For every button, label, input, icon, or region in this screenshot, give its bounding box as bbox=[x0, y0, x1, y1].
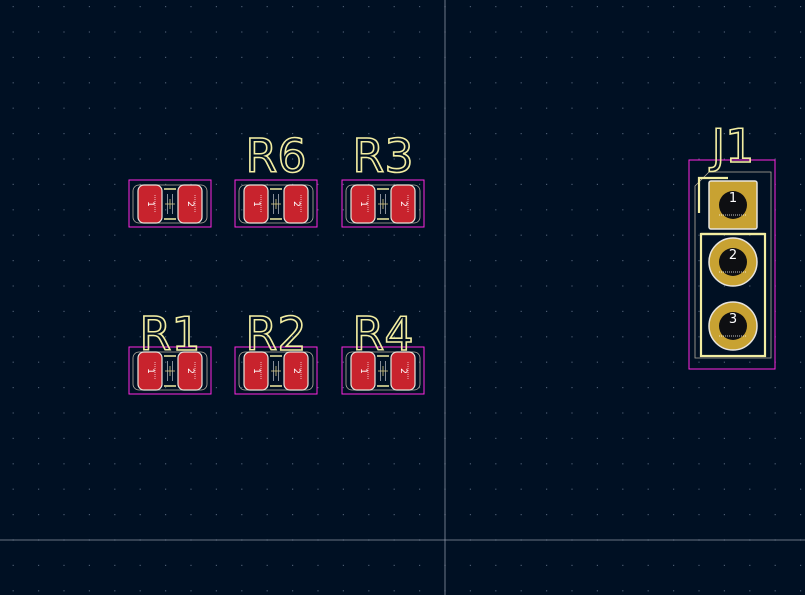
fab-outline bbox=[345, 184, 421, 224]
resistor-footprint-r3[interactable]: 1 2 R3 bbox=[341, 128, 425, 228]
courtyard-outline bbox=[688, 159, 776, 370]
courtyard-outline bbox=[234, 179, 318, 228]
drill-hole bbox=[719, 312, 747, 340]
fab-outline bbox=[132, 351, 208, 391]
drill-hole bbox=[719, 191, 747, 219]
fab-outline bbox=[238, 184, 314, 224]
pad-1[interactable]: 1 bbox=[243, 351, 269, 391]
courtyard-outline bbox=[128, 346, 212, 395]
pin-number: 1 bbox=[729, 191, 737, 206]
courtyard-outline bbox=[341, 346, 425, 395]
courtyard-outline bbox=[128, 179, 212, 228]
pad-number: 1 bbox=[251, 368, 261, 374]
smd-pad[interactable] bbox=[137, 184, 163, 224]
pad-number: 2 bbox=[185, 368, 195, 374]
pad-number: 1 bbox=[145, 201, 155, 207]
pad-2[interactable]: 2 bbox=[177, 184, 203, 224]
smd-pad[interactable] bbox=[350, 351, 376, 391]
smd-pad[interactable] bbox=[390, 351, 416, 391]
resistor-footprint-r4[interactable]: 1 2 R4 bbox=[341, 306, 425, 395]
pad-number: 2 bbox=[398, 368, 408, 374]
pin-3[interactable]: 3 bbox=[708, 301, 758, 351]
reference-label: R6 bbox=[245, 129, 306, 183]
reference-label: R2 bbox=[245, 307, 306, 361]
pad-number: 1 bbox=[358, 368, 368, 374]
reference-label: R3 bbox=[352, 129, 413, 183]
resistor-footprint-r1[interactable]: 1 2 R1 bbox=[128, 306, 212, 395]
pad-number: 2 bbox=[185, 201, 195, 207]
resistor-footprint-r2[interactable]: 1 2 R2 bbox=[234, 306, 318, 395]
smd-pad[interactable] bbox=[283, 351, 309, 391]
pad-number: 1 bbox=[251, 201, 261, 207]
pad-2[interactable]: 2 bbox=[177, 351, 203, 391]
pad-1[interactable]: 1 bbox=[350, 351, 376, 391]
pad-1[interactable]: 1 bbox=[350, 184, 376, 224]
pad-2[interactable]: 2 bbox=[283, 351, 309, 391]
pad-number: 2 bbox=[291, 201, 301, 207]
pad-number: 2 bbox=[398, 201, 408, 207]
pad-1[interactable]: 1 bbox=[137, 184, 163, 224]
smd-pad[interactable] bbox=[350, 184, 376, 224]
pin-1[interactable]: 1 bbox=[708, 180, 758, 230]
pad-2[interactable]: 2 bbox=[390, 184, 416, 224]
pin-2[interactable]: 2 bbox=[708, 237, 758, 287]
fab-outline bbox=[238, 351, 314, 391]
reference-label: R1 bbox=[139, 307, 200, 361]
pin-number: 2 bbox=[729, 248, 737, 263]
pad-number: 1 bbox=[358, 201, 368, 207]
smd-pad[interactable] bbox=[390, 184, 416, 224]
grid-dots bbox=[12, 6, 802, 592]
fab-outline bbox=[694, 171, 772, 359]
smd-pad[interactable] bbox=[177, 351, 203, 391]
smd-pad[interactable] bbox=[243, 184, 269, 224]
reference-label: J1 bbox=[709, 119, 755, 173]
drill-hole bbox=[719, 248, 747, 276]
resistor-footprint-r6[interactable]: 1 2 R6 bbox=[234, 128, 318, 228]
pad-number: 2 bbox=[291, 368, 301, 374]
pad-number: 1 bbox=[145, 368, 155, 374]
pad-2[interactable]: 2 bbox=[390, 351, 416, 391]
smd-pad[interactable] bbox=[137, 351, 163, 391]
smd-pad[interactable] bbox=[283, 184, 309, 224]
pad-1[interactable]: 1 bbox=[137, 351, 163, 391]
pin-number: 3 bbox=[729, 312, 737, 327]
reference-label: R4 bbox=[352, 307, 413, 361]
connector-footprint-j1[interactable]: 1 2 3 J1 bbox=[688, 118, 776, 370]
smd-pad[interactable] bbox=[177, 184, 203, 224]
fab-outline bbox=[345, 351, 421, 391]
pin1-marker bbox=[697, 176, 728, 213]
courtyard-outline bbox=[234, 346, 318, 395]
fab-outline bbox=[132, 184, 208, 224]
smd-pad[interactable] bbox=[243, 351, 269, 391]
pad-2[interactable]: 2 bbox=[283, 184, 309, 224]
courtyard-outline bbox=[341, 179, 425, 228]
pad-1[interactable]: 1 bbox=[243, 184, 269, 224]
